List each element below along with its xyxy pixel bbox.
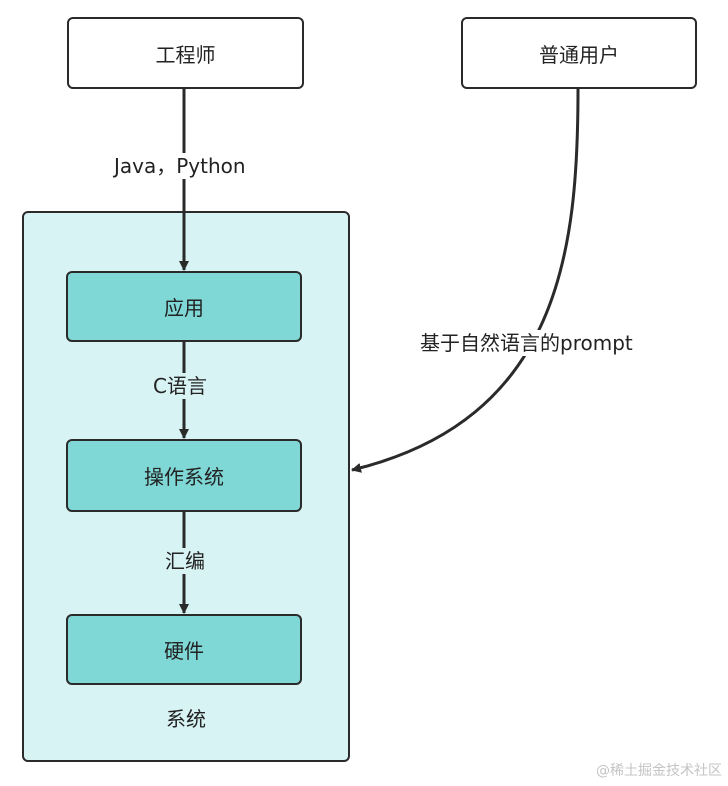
application-layer-node: 应用 — [66, 271, 302, 342]
engineer-label: 工程师 — [155, 42, 216, 67]
operating-system-layer-node: 操作系统 — [66, 439, 302, 512]
edge-label-java-python: Java，Python — [112, 153, 248, 179]
ordinary-user-node: 普通用户 — [461, 17, 697, 89]
system-container-label: 系统 — [166, 707, 206, 731]
hardware-layer-label: 硬件 — [164, 639, 204, 663]
operating-system-layer-label: 操作系统 — [144, 465, 224, 489]
edge-label-natural-language-prompt: 基于自然语言的prompt — [418, 330, 635, 356]
watermark-text: @稀土掘金技术社区 — [596, 763, 722, 779]
ordinary-user-label: 普通用户 — [539, 42, 619, 67]
edge-label-assembly: 汇编 — [163, 548, 207, 574]
edge-label-c-language: C语言 — [151, 373, 209, 399]
application-layer-label: 应用 — [164, 296, 204, 320]
hardware-layer-node: 硬件 — [66, 614, 302, 685]
edge-user-to-system — [351, 88, 580, 473]
engineer-node: 工程师 — [67, 17, 304, 89]
